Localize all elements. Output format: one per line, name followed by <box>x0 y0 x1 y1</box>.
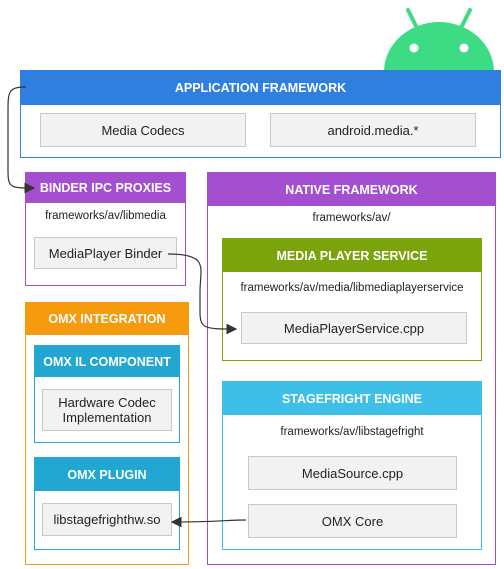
binder-ipc-proxies-title: BINDER IPC PROXIES <box>26 173 185 203</box>
media-codecs-box: Media Codecs <box>40 113 246 147</box>
omx-il-component-title: OMX IL COMPONENT <box>35 346 179 377</box>
native-path: frameworks/av/ <box>312 212 391 224</box>
android-logo-icon <box>384 8 494 72</box>
media-player-service-panel: MEDIA PLAYER SERVICE frameworks/av/media… <box>222 238 482 361</box>
omx-il-component-panel: OMX IL COMPONENT Hardware Codec Implemen… <box>34 345 180 443</box>
binder-ipc-proxies-panel: BINDER IPC PROXIES frameworks/av/libmedi… <box>25 172 186 286</box>
binder-path: frameworks/av/libmedia <box>45 210 166 222</box>
omx-core-box: OMX Core <box>248 504 457 538</box>
hardware-codec-box: Hardware Codec Implementation <box>42 389 172 431</box>
mediaplayer-binder-box: MediaPlayer Binder <box>34 237 177 269</box>
mediaplayerservice-cpp-box: MediaPlayerService.cpp <box>241 312 467 344</box>
omx-integration-title: OMX INTEGRATION <box>26 303 188 335</box>
media-player-service-path: frameworks/av/media/libmediaplayerservic… <box>240 282 464 294</box>
android-media-box: android.media.* <box>270 113 476 147</box>
stagefright-path: frameworks/av/libstagefright <box>280 426 424 438</box>
stagefright-engine-title: STAGEFRIGHT ENGINE <box>223 382 481 415</box>
application-framework-panel: APPLICATION FRAMEWORK Media Codecs andro… <box>20 70 501 158</box>
mediasource-cpp-box: MediaSource.cpp <box>248 456 457 490</box>
media-player-service-title: MEDIA PLAYER SERVICE <box>223 239 481 272</box>
omx-plugin-panel: OMX PLUGIN libstagefrighthw.so <box>34 457 180 550</box>
native-framework-title: NATIVE FRAMEWORK <box>208 173 495 206</box>
libstagefrighthw-box: libstagefrighthw.so <box>42 503 172 536</box>
stagefright-engine-panel: STAGEFRIGHT ENGINE frameworks/av/libstag… <box>222 381 482 550</box>
omx-plugin-title: OMX PLUGIN <box>35 458 179 491</box>
application-framework-title: APPLICATION FRAMEWORK <box>21 71 500 105</box>
